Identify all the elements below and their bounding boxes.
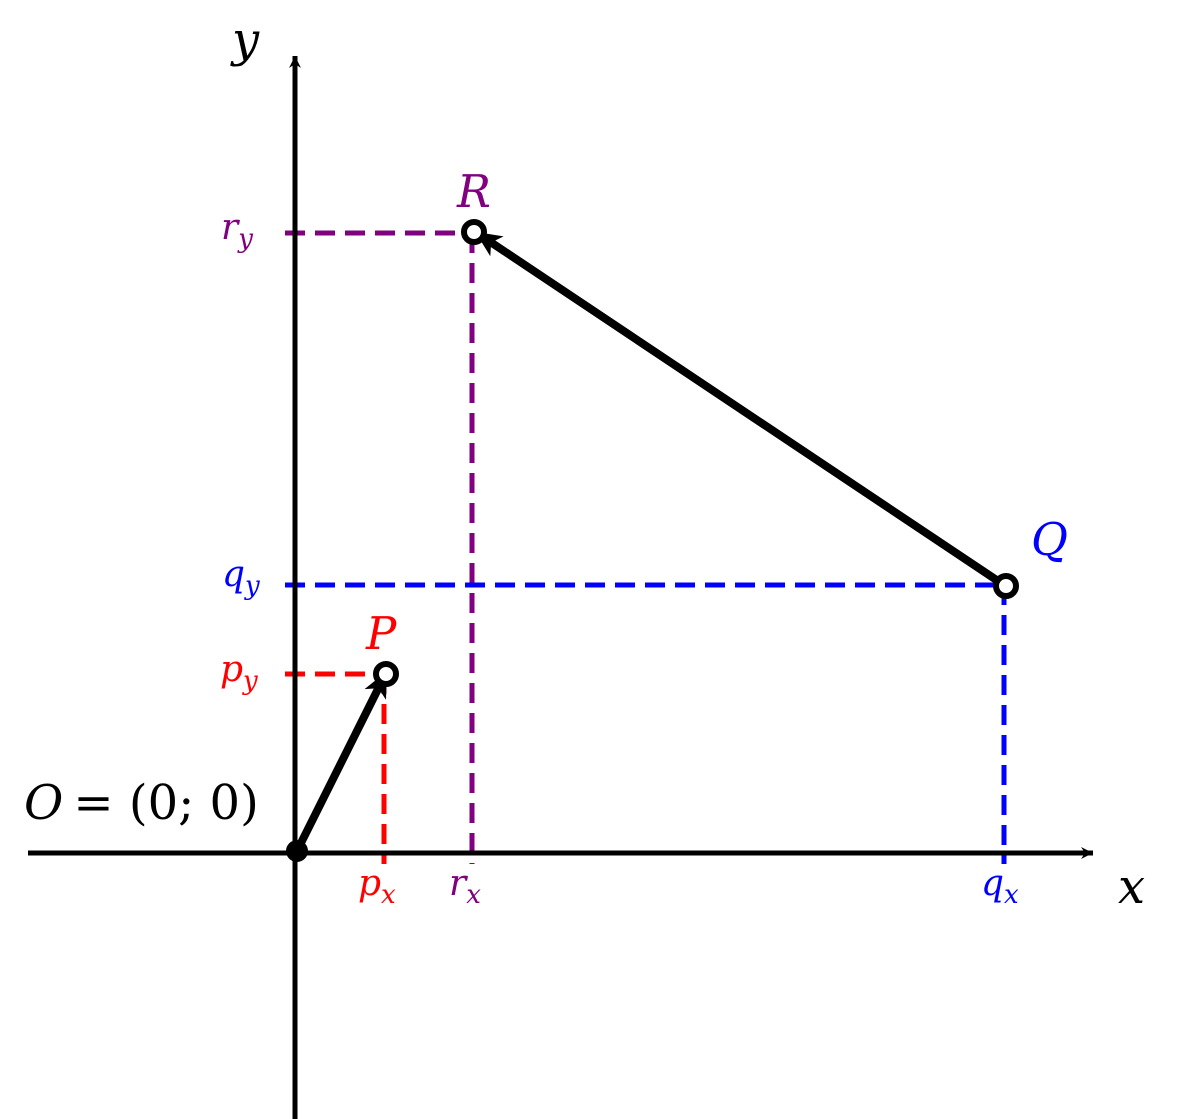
q-y-sub: y	[244, 571, 260, 601]
q-x-base: q	[981, 863, 1004, 904]
q-x-label: qx	[981, 863, 1019, 910]
y-axis-label: y	[230, 12, 260, 68]
r-x-sub: x	[466, 880, 481, 910]
r-x-label: rx	[449, 863, 481, 910]
q-y-label: qy	[222, 554, 260, 601]
r-x-base: r	[449, 863, 468, 904]
r-y-label: ry	[221, 207, 253, 254]
origin-letter: O	[24, 775, 63, 831]
point-q-marker	[993, 573, 1019, 599]
origin-label: O= (0; 0)	[24, 775, 259, 831]
vector-q-to-r	[473, 229, 1008, 589]
r-y-sub: y	[237, 224, 253, 254]
p-y-sub: y	[242, 666, 258, 696]
r-y-base: r	[221, 207, 240, 248]
p-y-base: p	[220, 649, 243, 690]
q-x-sub: x	[1004, 880, 1019, 910]
origin-coordinates: = (0; 0)	[73, 775, 258, 831]
p-x-label: px	[358, 863, 396, 910]
point-r-marker	[461, 219, 487, 245]
point-q-name: Q	[1031, 513, 1068, 566]
p-x-sub: x	[381, 880, 396, 910]
origin-point	[286, 840, 308, 862]
point-r-name: R	[456, 165, 491, 218]
x-axis-label: x	[1118, 859, 1145, 915]
vector-origin-to-p	[293, 669, 390, 855]
point-p-name: P	[365, 607, 397, 660]
q-y-base: q	[222, 554, 245, 595]
p-y-label: py	[220, 649, 258, 696]
point-p-marker	[373, 661, 399, 687]
p-x-base: p	[358, 863, 381, 904]
